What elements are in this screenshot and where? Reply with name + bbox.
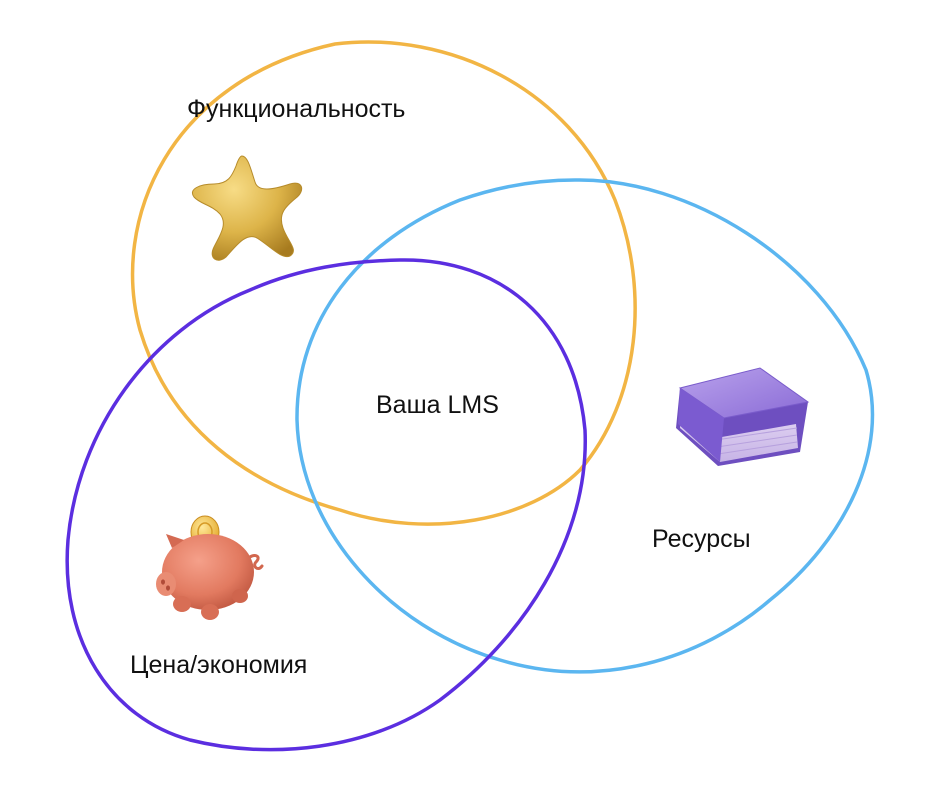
resources-set-outline xyxy=(295,178,875,674)
piggy-bank-icon xyxy=(156,515,264,620)
price-set-outline xyxy=(65,258,587,752)
price-label: Цена/экономия xyxy=(130,651,308,679)
center-label: Ваша LMS xyxy=(376,391,499,419)
star-icon xyxy=(192,155,303,261)
book-icon xyxy=(676,367,810,466)
functionality-set-outline xyxy=(130,40,637,526)
resources-label: Ресурсы xyxy=(652,525,751,553)
functionality-label: Функциональность xyxy=(187,95,406,123)
